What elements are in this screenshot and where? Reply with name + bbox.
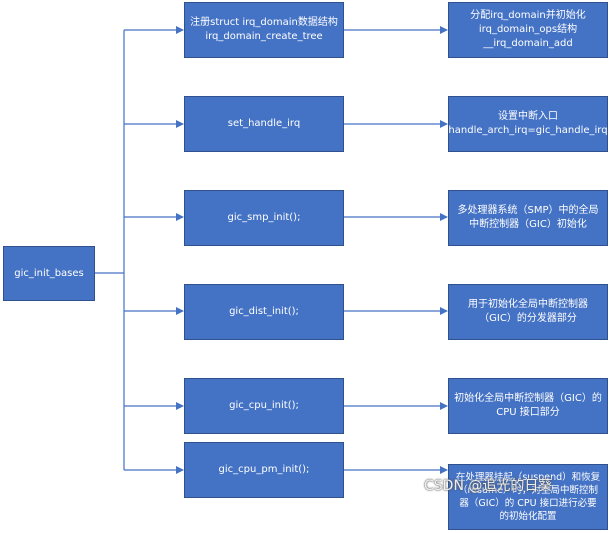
step-node-gic-cpu-init: gic_cpu_init(); bbox=[184, 378, 344, 434]
step-node-label: gic_cpu_init(); bbox=[229, 400, 299, 411]
step-node-label: gic_smp_init(); bbox=[227, 212, 301, 223]
step-node-set-handle-irq: set_handle_irq bbox=[184, 96, 344, 152]
note-node-label: irq_domain_ops结构 bbox=[478, 24, 578, 35]
note-node-label: （GIC）的分发器部分 bbox=[479, 313, 577, 324]
root-node-gic-init-bases: gic_init_bases bbox=[3, 246, 95, 301]
step-node-label: 注册struct irq_domain数据结构 bbox=[190, 17, 338, 28]
note-node-smp-gic-init: 多处理器系统（SMP）中的全局 中断控制器（GIC）初始化 bbox=[448, 190, 608, 246]
note-node-suspend-resume: 在处理器挂起（suspend）和恢复 （resume）时，对全局中断控制 器（G… bbox=[448, 464, 608, 530]
note-node-gic-cpu-interface: 初始化全局中断控制器（GIC）的 CPU 接口部分 bbox=[448, 378, 608, 434]
root-node-label: gic_init_bases bbox=[14, 267, 84, 279]
note-node-label: 设置中断入口 bbox=[498, 111, 558, 122]
step-node-gic-smp-init: gic_smp_init(); bbox=[184, 190, 344, 246]
note-node-label: （resume）时，对全局中断控制 bbox=[457, 485, 599, 496]
note-node-irq-domain-alloc: 分配irq_domain并初始化 irq_domain_ops结构 __irq_… bbox=[448, 2, 608, 58]
step-node-label: set_handle_irq bbox=[227, 118, 301, 129]
note-node-label: 用于初始化全局中断控制器 bbox=[468, 299, 588, 310]
step-node-irq-domain-create-tree: 注册struct irq_domain数据结构 irq_domain_creat… bbox=[184, 2, 344, 58]
csdn-watermark: CSDN @追光的日葵 bbox=[424, 478, 553, 494]
note-node-gic-distributor: 用于初始化全局中断控制器 （GIC）的分发器部分 bbox=[448, 284, 608, 340]
note-node-label: 多处理器系统（SMP）中的全局 bbox=[457, 205, 599, 216]
step-node-label: gic_cpu_pm_init(); bbox=[218, 464, 310, 475]
note-node-label: 的初始化配置 bbox=[499, 511, 557, 522]
note-node-label: 初始化全局中断控制器（GIC）的 bbox=[454, 393, 602, 404]
step-node-label: irq_domain_create_tree bbox=[205, 31, 323, 42]
step-node-label: gic_dist_init(); bbox=[229, 306, 299, 317]
note-node-label: handle_arch_irq=gic_handle_irq bbox=[448, 125, 608, 136]
note-node-label: 分配irq_domain并初始化 bbox=[470, 10, 586, 21]
note-node-interrupt-entry: 设置中断入口 handle_arch_irq=gic_handle_irq bbox=[448, 96, 608, 152]
note-node-label: 中断控制器（GIC）初始化 bbox=[469, 219, 587, 230]
note-node-label: 器（GIC）的 CPU 接口进行必要 bbox=[459, 498, 597, 509]
note-node-label: __irq_domain_add bbox=[483, 38, 573, 49]
step-node-gic-dist-init: gic_dist_init(); bbox=[184, 284, 344, 340]
step-node-gic-cpu-pm-init: gic_cpu_pm_init(); bbox=[184, 442, 344, 498]
note-node-label: CPU 接口部分 bbox=[496, 407, 560, 418]
note-node-label: 在处理器挂起（suspend）和恢复 bbox=[455, 472, 601, 483]
